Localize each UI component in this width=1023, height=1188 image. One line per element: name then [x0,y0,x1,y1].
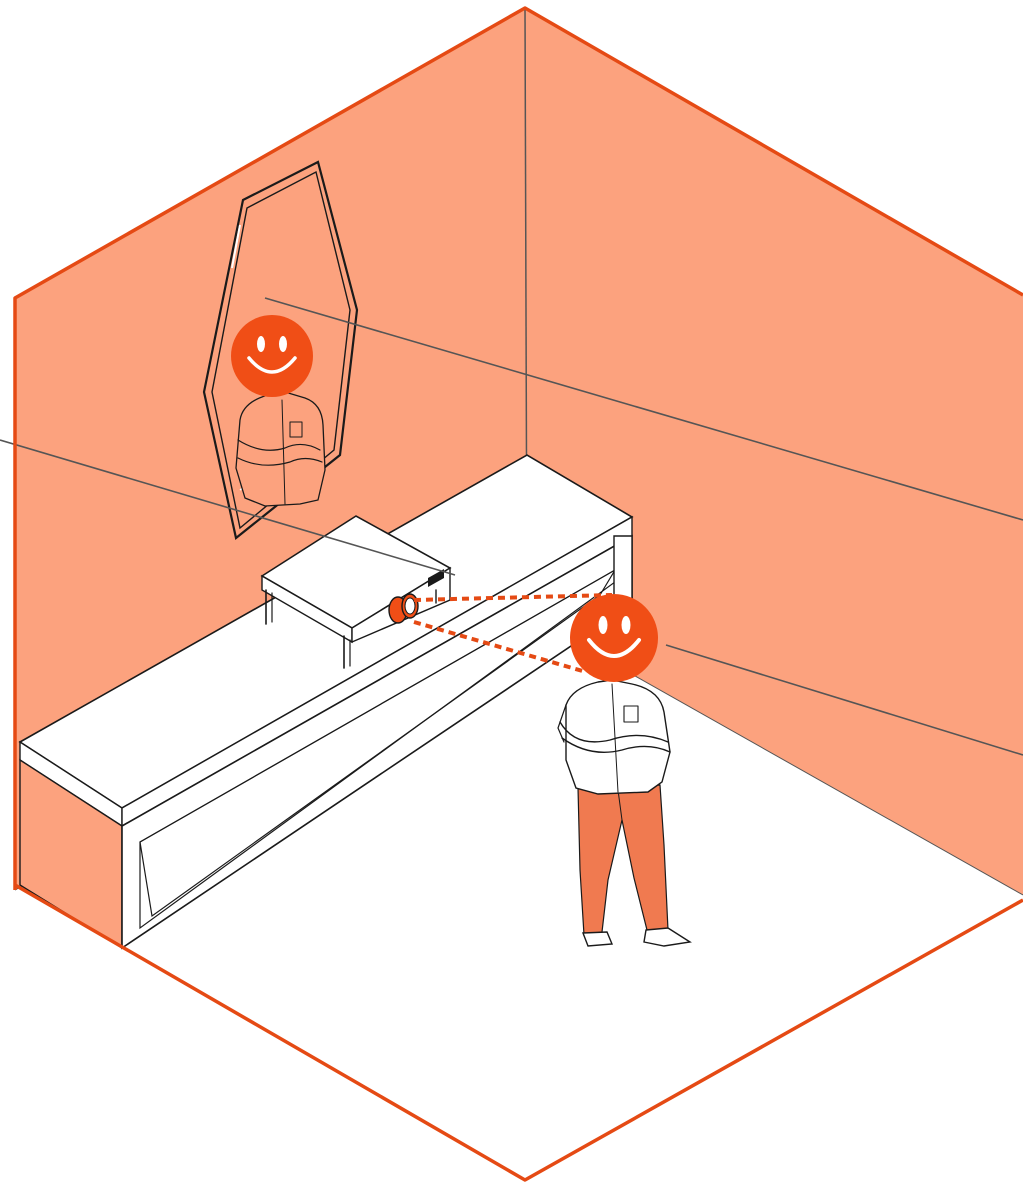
person-smiley-face [570,594,658,682]
reflection-smiley-face [231,315,313,397]
reflection [231,315,325,506]
